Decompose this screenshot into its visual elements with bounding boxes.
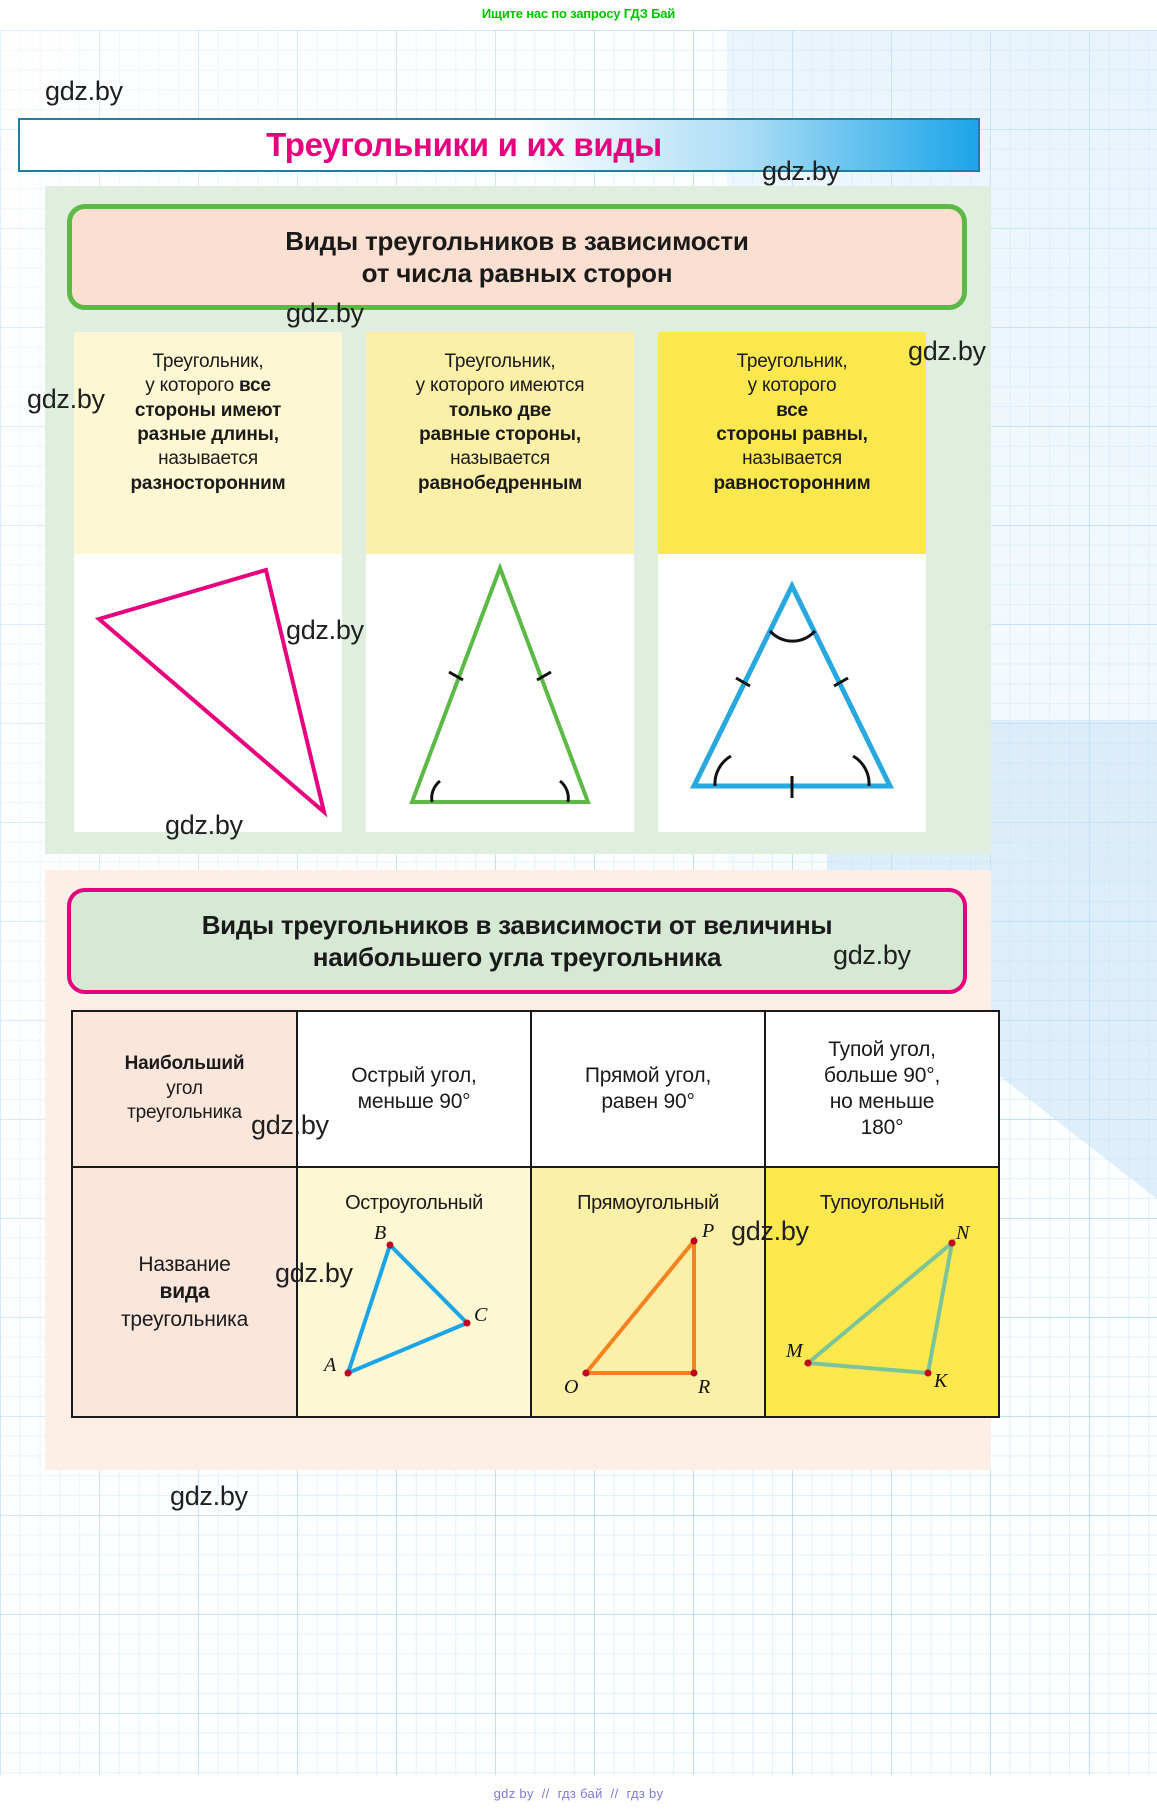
section2-header: Виды треугольников в зависимости от вели… [67, 888, 967, 994]
table-row-name: Название вида треугольника Остроугольный… [71, 1166, 1000, 1418]
scalene-line-1: Треугольник, [152, 351, 264, 372]
scalene-triangle-figure [74, 554, 342, 832]
right-triangle: O P R [564, 1220, 714, 1398]
isosceles-line-4: равные стороны, [419, 423, 581, 445]
vertex-label-R: R [697, 1376, 710, 1398]
isosceles-line-6: равнобедренным [418, 472, 582, 494]
cell-right-triangle: Прямоугольный O P R [530, 1166, 766, 1418]
footer-item-4[interactable]: гдз by [626, 1786, 664, 1801]
equilateral-triangle-figure [658, 554, 926, 832]
page-title: Треугольники и их виды [266, 126, 662, 163]
table-row-angle: Наибольший угол треугольника Острый угол… [71, 1010, 1000, 1168]
row-label-largest-angle: Наибольший угол треугольника [71, 1010, 298, 1168]
section-angles-classification: Виды треугольников в зависимости от вели… [45, 870, 1000, 1470]
row-label-angle-line1: Наибольший [124, 1052, 245, 1074]
vertex-label-B: B [374, 1222, 386, 1244]
cell-obtuse-angle: Тупой угол, больше 90°, но меньше 180° [764, 1010, 1000, 1168]
section2-header-line1: Виды треугольников в зависимости от вели… [201, 909, 833, 940]
card-scalene: Треугольник, у которого все стороны имею… [74, 332, 342, 832]
equilateral-triangle [689, 580, 895, 798]
scalene-line-6: разносторонним [130, 472, 286, 494]
section2-header-line2: наибольшего угла треугольника [312, 942, 722, 972]
obtuse-triangle-figure: M N K [770, 1215, 994, 1400]
vertex-label-K: K [933, 1370, 949, 1392]
promo-banner-text: Ищите нас по запросу ГДЗ Бай [481, 6, 676, 21]
scalene-line-2: у которого [145, 375, 240, 397]
obtuse-angle-line2: больше 90°, [823, 1064, 941, 1088]
obtuse-triangle: M N K [785, 1222, 971, 1392]
page-title-banner: Треугольники и их виды [18, 118, 980, 172]
scalene-line-4: разные длины, [137, 423, 279, 445]
card-equilateral: Треугольник, у которого все стороны равн… [658, 332, 926, 832]
vertex-label-P: P [701, 1220, 714, 1242]
isosceles-line-5: называется [450, 448, 550, 470]
obtuse-angle-line4: 180° [860, 1115, 904, 1139]
vertex-label-A: A [322, 1354, 337, 1376]
equilateral-line-2: у которого [747, 375, 837, 397]
right-angle-line2: равен 90° [601, 1090, 695, 1113]
acute-triangle-figure: B C A [302, 1215, 526, 1400]
obtuse-angle-line3: но меньше [829, 1090, 935, 1113]
scalene-line-3: стороны имеют [134, 399, 282, 421]
scalene-line-2-bold: все [239, 375, 271, 397]
isosceles-triangle-figure [366, 554, 634, 832]
section1-header-line1: Виды треугольников в зависимости [285, 225, 749, 256]
footer-item-1: // [541, 1786, 550, 1801]
footer-links: gdz by // гдз бай // гдз by [0, 1786, 1157, 1801]
card-isosceles: Треугольник, у которого имеются только д… [366, 332, 634, 832]
scalene-triangle [94, 567, 328, 818]
acute-angle-line2: меньше 90° [357, 1090, 471, 1113]
cell-acute-triangle: Остроугольный B C A [296, 1166, 532, 1418]
row-label-angle-line3: треугольника [127, 1102, 242, 1124]
vertex-label-N: N [955, 1222, 971, 1244]
acute-triangle: B C A [322, 1222, 488, 1377]
isosceles-line-3: только две [448, 399, 552, 421]
scalene-line-5: называется [158, 448, 258, 470]
equilateral-line-6: равносторонним [713, 472, 871, 494]
equilateral-line-3: все [776, 399, 808, 421]
right-triangle-title: Прямоугольный [577, 1192, 719, 1214]
card-isosceles-caption: Треугольник, у которого имеются только д… [366, 332, 634, 554]
section1-header-line2: от числа равных сторон [361, 258, 673, 288]
cell-acute-angle: Острый угол, меньше 90° [296, 1010, 532, 1168]
equilateral-line-1: Треугольник, [736, 351, 848, 372]
acute-triangle-title: Остроугольный [345, 1192, 483, 1214]
cell-obtuse-triangle: Тупоугольный M N K [764, 1166, 1000, 1418]
right-angle-line1: Прямой угол, [584, 1064, 712, 1088]
isosceles-triangle [409, 562, 591, 804]
acute-angle-line1: Острый угол, [351, 1064, 477, 1088]
obtuse-angle-line1: Тупой угол, [828, 1038, 936, 1062]
row-label-angle-line2: угол [166, 1077, 203, 1099]
obtuse-triangle-title: Тупоугольный [819, 1192, 945, 1214]
section1-header: Виды треугольников в зависимости от числ… [67, 204, 967, 310]
row-label-triangle-name: Название вида треугольника [71, 1166, 298, 1418]
vertex-label-C: C [474, 1304, 488, 1326]
equilateral-line-5: называется [742, 448, 842, 470]
isosceles-line-1: Треугольник, [444, 351, 556, 372]
cell-right-angle: Прямой угол, равен 90° [530, 1010, 766, 1168]
row-label-name-line1: Название [138, 1253, 231, 1277]
footer-item-2[interactable]: гдз бай [557, 1786, 603, 1801]
row-label-name-line3: треугольника [120, 1307, 249, 1331]
vertex-label-O: O [564, 1376, 578, 1398]
footer-item-0[interactable]: gdz by [493, 1786, 534, 1801]
right-triangle-figure: O P R [536, 1215, 760, 1400]
card-equilateral-caption: Треугольник, у которого все стороны равн… [658, 332, 926, 554]
footer-item-3: // [610, 1786, 619, 1801]
isosceles-line-2: у которого имеются [415, 375, 585, 397]
section-sides-classification: Виды треугольников в зависимости от числ… [45, 186, 991, 854]
vertex-label-M: M [785, 1340, 804, 1362]
equilateral-line-4: стороны равны, [716, 423, 868, 445]
row-label-name-line2: вида [159, 1280, 210, 1304]
card-scalene-caption: Треугольник, у которого все стороны имею… [74, 332, 342, 554]
triangle-types-table: Наибольший угол треугольника Острый угол… [71, 1010, 1000, 1418]
